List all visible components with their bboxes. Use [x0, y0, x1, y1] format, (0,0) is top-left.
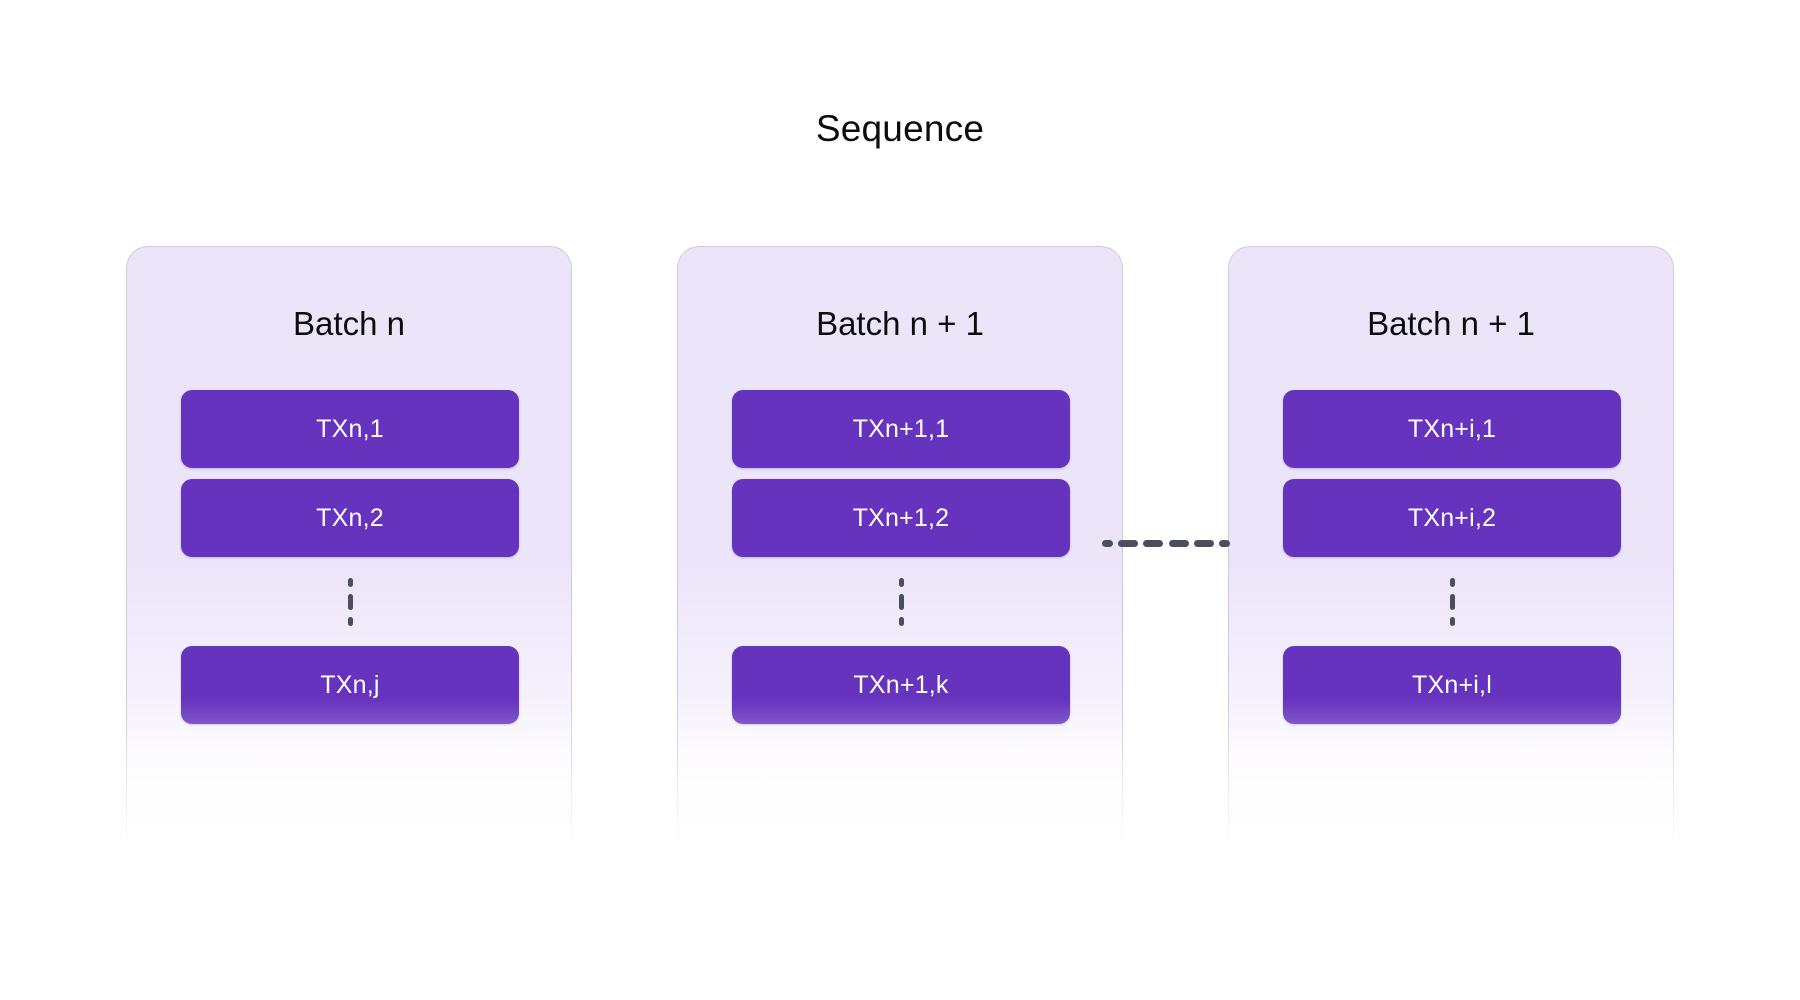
connector-dash: [1102, 539, 1113, 547]
batch-card-1-title: Batch n: [293, 305, 405, 342]
batch-card-1-transaction-stack: TXn,1 TXn,2 TXn,j: [181, 390, 519, 724]
spacer: [732, 468, 1070, 479]
batch-card-3[interactable]: Batch n + 1 TXn+i,1 TXn+i,2 TXn+i,l: [1228, 246, 1674, 858]
connector-dash: [1193, 539, 1214, 547]
connector-dash: [1118, 539, 1139, 547]
batch-card-3-title: Batch n + 1: [1367, 305, 1535, 342]
batch-card-2-transaction-stack: TXn+1,1 TXn+1,2 TXn+1,k: [732, 390, 1070, 724]
batch-card-1[interactable]: Batch n TXn,1 TXn,2 TXn,j: [126, 246, 572, 858]
vertical-ellipsis-icon: [732, 557, 1070, 646]
spacer: [181, 468, 519, 479]
batch-card-2[interactable]: Batch n + 1 TXn+1,1 TXn+1,2 TXn+1,k: [677, 246, 1123, 858]
ellipsis-dot: [898, 616, 904, 626]
ellipsis-dot: [347, 616, 353, 626]
dashed-line-icon: [1102, 538, 1230, 548]
connector-dash: [1168, 539, 1189, 547]
ellipsis-dot: [347, 577, 353, 587]
transaction-box[interactable]: TXn,j: [181, 646, 519, 724]
transaction-box[interactable]: TXn+i,2: [1283, 479, 1621, 557]
page-title: Sequence: [815, 108, 985, 149]
connector-dash: [1218, 539, 1230, 547]
ellipsis-dot: [1449, 593, 1455, 610]
transaction-box[interactable]: TXn+1,1: [732, 390, 1070, 468]
transaction-box[interactable]: TXn,2: [181, 479, 519, 557]
ellipsis-dot: [1449, 577, 1455, 587]
transaction-box[interactable]: TXn+1,k: [732, 646, 1070, 724]
ellipsis-dot: [898, 577, 904, 587]
batch-row: Batch n TXn,1 TXn,2 TXn,j Batch n + 1 TX…: [126, 246, 1674, 866]
transaction-box[interactable]: TXn+i,1: [1283, 390, 1621, 468]
transaction-box[interactable]: TXn+1,2: [732, 479, 1070, 557]
batch-card-2-title: Batch n + 1: [816, 305, 984, 342]
transaction-box[interactable]: TXn,1: [181, 390, 519, 468]
ellipsis-dot: [1449, 616, 1455, 626]
connector-dash: [1143, 539, 1164, 547]
spacer: [1283, 468, 1621, 479]
batch-card-3-transaction-stack: TXn+i,1 TXn+i,2 TXn+i,l: [1283, 390, 1621, 724]
vertical-ellipsis-icon: [1283, 557, 1621, 646]
transaction-box[interactable]: TXn+i,l: [1283, 646, 1621, 724]
ellipsis-dot: [347, 593, 353, 610]
vertical-ellipsis-icon: [181, 557, 519, 646]
ellipsis-dot: [898, 593, 904, 610]
